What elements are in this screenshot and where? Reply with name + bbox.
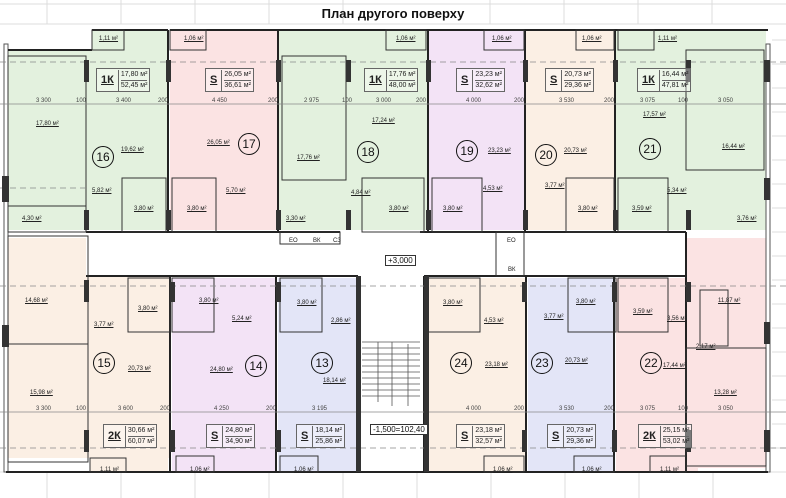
balcony-area: 1,06 м² bbox=[184, 36, 204, 42]
room-area: 3,77 м² bbox=[94, 322, 114, 328]
room-area: 3,80 м² bbox=[297, 300, 317, 306]
room-area: 14,68 м² bbox=[25, 298, 48, 304]
room-area: 11,87 м² bbox=[718, 298, 741, 304]
stair-level-mark: -1,500=102,40 bbox=[370, 424, 428, 435]
balcony-area: 1,06 м² bbox=[294, 467, 314, 473]
page-title: План другого поверху bbox=[321, 6, 465, 21]
room-area: 3,80 м² bbox=[134, 206, 154, 212]
room-area: 17,76 м² bbox=[297, 155, 320, 161]
shaft-label: ЕО bbox=[289, 238, 298, 244]
room-area: 15,98 м² bbox=[30, 390, 53, 396]
balcony-area: 1,11 м² bbox=[100, 467, 120, 473]
room-area: 20,73 м² bbox=[564, 148, 587, 154]
room-area: 3,80 м² bbox=[187, 206, 207, 212]
apartment-number: 13 bbox=[311, 352, 333, 374]
room-area: 26,05 м² bbox=[207, 140, 230, 146]
room-area: 3,59 м² bbox=[632, 206, 652, 212]
room-area: 4,84 м² bbox=[351, 190, 371, 196]
balcony-area: 1,11 м² bbox=[660, 467, 680, 473]
room-area: 5,82 м² bbox=[92, 188, 112, 194]
room-area: 3,80 м² bbox=[576, 299, 596, 305]
room-area: 3,59 м² bbox=[633, 309, 653, 315]
balcony-area: 1,06 м² bbox=[582, 467, 602, 473]
room-area: 17,80 м² bbox=[36, 121, 59, 127]
balcony-area: 1,06 м² bbox=[190, 467, 210, 473]
balcony-area: 1,11 м² bbox=[99, 36, 119, 42]
room-area: 17,44 м² bbox=[663, 363, 686, 369]
room-area: 20,73 м² bbox=[565, 358, 588, 364]
room-area: 13,28 м² bbox=[714, 390, 737, 396]
room-area: 5,34 м² bbox=[667, 188, 687, 194]
room-area: 18,14 м² bbox=[323, 378, 346, 384]
shaft-label: СЗ bbox=[333, 238, 341, 244]
balcony-area: 1,06 м² bbox=[396, 36, 416, 42]
room-area: 23,23 м² bbox=[488, 148, 511, 154]
room-area: 4,30 м² bbox=[22, 216, 42, 222]
apartment-number: 20 bbox=[535, 144, 557, 166]
apartment-number: 23 bbox=[531, 352, 553, 374]
room-area: 3,30 м² bbox=[286, 216, 306, 222]
room-area: 20,73 м² bbox=[128, 366, 151, 372]
room-area: 19,62 м² bbox=[121, 147, 144, 153]
room-area: 5,24 м² bbox=[232, 316, 252, 322]
room-area: 3,77 м² bbox=[545, 183, 565, 189]
room-area: 3,80 м² bbox=[389, 206, 409, 212]
corridor-level-mark: +3,000 bbox=[385, 255, 416, 266]
room-area: 23,18 м² bbox=[485, 362, 508, 368]
room-area: 3,76 м² bbox=[737, 216, 757, 222]
apartment-number: 24 bbox=[450, 352, 472, 374]
room-area: 2,17 м² bbox=[696, 344, 716, 350]
room-area: 2,86 м² bbox=[331, 318, 351, 324]
apartment-number: 17 bbox=[238, 133, 260, 155]
shaft-label: ЕО bbox=[507, 238, 516, 244]
balcony-area: 1,06 м² bbox=[493, 467, 513, 473]
room-area: 5,70 м² bbox=[226, 188, 246, 194]
room-area: 3,77 м² bbox=[544, 314, 564, 320]
apartment-number: 21 bbox=[639, 138, 661, 160]
balcony-area: 1,11 м² bbox=[658, 36, 678, 42]
apartment-number: 19 bbox=[456, 140, 478, 162]
room-area: 4,53 м² bbox=[484, 318, 504, 324]
balcony-area: 1,06 м² bbox=[582, 36, 602, 42]
apartment-number: 15 bbox=[93, 352, 115, 374]
room-area: 3,80 м² bbox=[443, 300, 463, 306]
shaft-label: ВК bbox=[508, 267, 516, 273]
room-area: 24,80 м² bbox=[210, 367, 233, 373]
room-area: 16,44 м² bbox=[722, 144, 745, 150]
room-area: 3,80 м² bbox=[578, 206, 598, 212]
apartment-number: 14 bbox=[245, 355, 267, 377]
room-area: 4,53 м² bbox=[483, 186, 503, 192]
balcony-area: 1,06 м² bbox=[492, 36, 512, 42]
room-area: 17,57 м² bbox=[643, 112, 666, 118]
room-area: 3,80 м² bbox=[138, 306, 158, 312]
apartment-fills bbox=[6, 30, 766, 472]
room-area: 3,80 м² bbox=[443, 206, 463, 212]
apartment-number: 16 bbox=[92, 146, 114, 168]
shaft-label: ВК bbox=[313, 238, 321, 244]
room-area: 17,24 м² bbox=[372, 118, 395, 124]
apartment-number: 22 bbox=[640, 352, 662, 374]
room-area: 3,80 м² bbox=[199, 298, 219, 304]
room-area: 3,56 м² bbox=[667, 316, 687, 322]
apartment-number: 18 bbox=[357, 141, 379, 163]
